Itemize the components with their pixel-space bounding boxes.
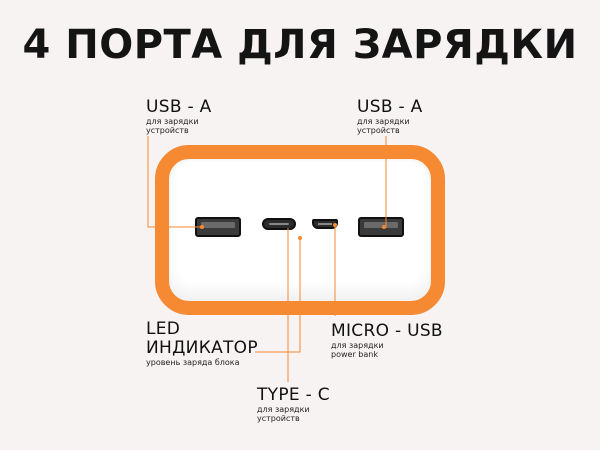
type-c-port-icon bbox=[262, 218, 296, 230]
micro-usb-title: MICRO - USB bbox=[331, 321, 443, 341]
type-c-desc-1: для зарядки bbox=[257, 405, 310, 414]
led-title-1: LED bbox=[146, 319, 181, 339]
usb-a-right-leader-line bbox=[382, 136, 387, 228]
type-c-desc-2: устройств bbox=[257, 414, 300, 423]
usb-a-left-marker-dot bbox=[200, 225, 204, 229]
type-c-label: TYPE - C для зарядки устройств bbox=[257, 385, 330, 424]
usb-a-left-desc-2: устройств bbox=[146, 126, 189, 135]
led-leader-line bbox=[255, 238, 301, 353]
micro-usb-desc-2: power bank bbox=[331, 350, 378, 359]
usb-a-right-label: USB - A для зарядки устройств bbox=[357, 97, 423, 136]
usb-a-left-leader-line bbox=[147, 136, 200, 228]
micro-usb-desc-1: для зарядки bbox=[331, 341, 384, 350]
micro-usb-port-icon bbox=[312, 219, 338, 229]
usb-a-left-desc-1: для зарядки bbox=[146, 117, 199, 126]
usb-a-right-title: USB - A bbox=[357, 97, 423, 117]
usb-a-left-title: USB - A bbox=[146, 97, 212, 117]
led-title-2: ИНДИКАТОР bbox=[146, 338, 258, 358]
page-title: 4 ПОРТА ДЛЯ ЗАРЯДКИ bbox=[22, 22, 578, 68]
usb-a-port-right-icon bbox=[358, 217, 404, 237]
usb-a-right-desc-1: для зарядки bbox=[357, 117, 410, 126]
led-desc: уровень заряда блока bbox=[146, 358, 240, 367]
led-label: LED ИНДИКАТОР уровень заряда блока bbox=[146, 319, 258, 368]
usb-a-left-label: USB - A для зарядки устройств bbox=[146, 97, 212, 136]
micro-usb-label: MICRO - USB для зарядки power bank bbox=[331, 321, 443, 360]
type-c-title: TYPE - C bbox=[257, 385, 330, 405]
usb-a-right-desc-2: устройств bbox=[357, 126, 400, 135]
